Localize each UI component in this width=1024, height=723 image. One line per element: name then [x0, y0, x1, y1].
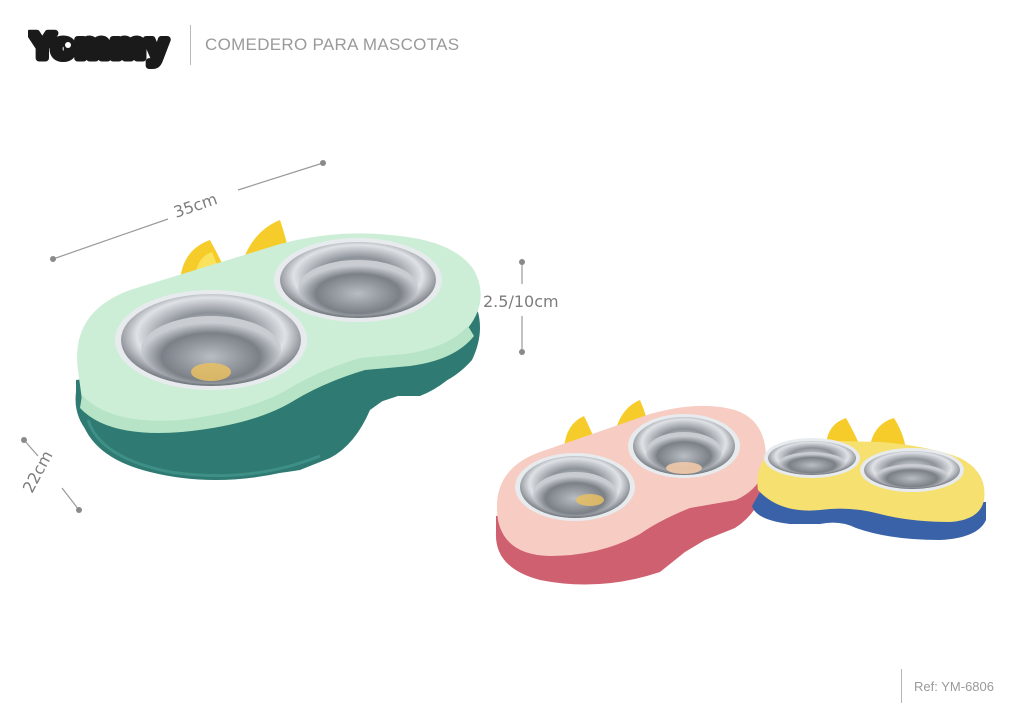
svg-text:Yommy: Yommy: [29, 27, 168, 67]
dimension-height: 2.5/10cm: [483, 259, 559, 355]
svg-text:Yommy: Yommy: [29, 27, 168, 67]
dimension-length-label: 35cm: [171, 189, 219, 222]
dimension-height-label: 2.5/10cm: [483, 292, 559, 311]
dimension-width-label: 22cm: [19, 447, 57, 495]
feeder-green: [75, 220, 481, 480]
header-divider: [190, 25, 191, 65]
page-subtitle: COMEDERO PARA MASCOTAS: [205, 35, 460, 54]
footer-divider: [901, 669, 903, 703]
feeder-pink: [495, 400, 768, 585]
header: Yommy Yommy COMEDERO PARA MASCOTAS: [28, 18, 459, 72]
product-reference: Ref: YM-6806: [914, 678, 994, 694]
brand-logo: Yommy Yommy: [28, 20, 172, 71]
dimension-width: 22cm: [19, 437, 82, 513]
footer: Ref: YM-6806: [901, 669, 994, 703]
feeder-yellow: [752, 418, 986, 540]
